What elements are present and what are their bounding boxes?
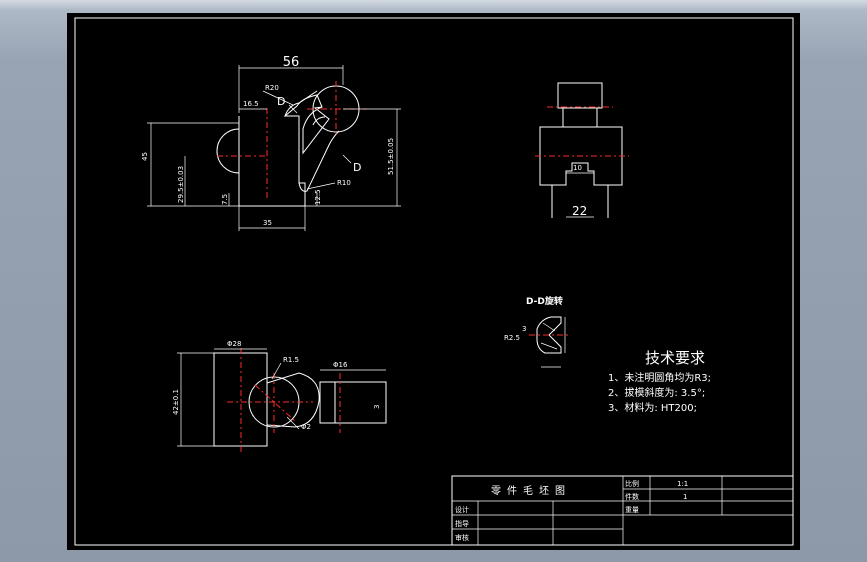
hatch bbox=[542, 322, 556, 332]
count-value: 1 bbox=[683, 493, 687, 501]
dim-r10: R10 bbox=[337, 179, 351, 187]
section-d-upper: D bbox=[277, 95, 285, 108]
front-right-block bbox=[319, 381, 387, 424]
dim-small: 3 bbox=[373, 405, 381, 409]
tech-requirements: 技术要求 1、未注明圆角均为R3; 2、拔模斜度为: 3.5°; 3、材料为: … bbox=[608, 349, 711, 414]
main-view: 56 R20 16.5 D D 45 29.5±0.03 7.5 R10 12.… bbox=[141, 55, 401, 231]
dim-7-5: 7.5 bbox=[221, 194, 229, 205]
reviewer-label: 审核 bbox=[455, 533, 469, 542]
drawing-name: 零件毛坯图 bbox=[491, 485, 571, 497]
scale-label: 比例 bbox=[625, 479, 639, 488]
drawing-border bbox=[74, 17, 794, 546]
dim-r20: R20 bbox=[265, 84, 279, 92]
front-view: Φ28 R1.5 Φ16 42±0.1 3 Φ2 bbox=[172, 340, 387, 453]
tech-item-3: 3、材料为: HT200; bbox=[608, 401, 697, 414]
dim-r2-5: R2.5 bbox=[504, 334, 520, 342]
dim-45: 45 bbox=[141, 152, 149, 161]
tech-item-1: 1、未注明圆角均为R3; bbox=[608, 371, 711, 384]
arm-upper bbox=[284, 90, 318, 117]
tech-item-2: 2、拔模斜度为: 3.5°; bbox=[608, 386, 705, 399]
dim-16-5: 16.5 bbox=[243, 100, 259, 108]
dim-29-5: 29.5±0.03 bbox=[177, 166, 185, 203]
left-boss bbox=[216, 128, 240, 174]
title-block: 零件毛坯图 比例 1:1 件数 1 重量 设计 指导 审核 bbox=[451, 475, 794, 546]
dim-3: 3 bbox=[522, 325, 526, 333]
leader-r10 bbox=[306, 182, 336, 190]
weight-label: 重量 bbox=[625, 506, 639, 514]
section-mark bbox=[342, 154, 352, 164]
dim-r1-5: R1.5 bbox=[283, 356, 299, 364]
section-dd: D-D旋转 R2.5 3 bbox=[504, 295, 571, 368]
instructor-label: 指导 bbox=[455, 519, 469, 528]
tech-title: 技术要求 bbox=[645, 349, 705, 367]
count-label: 件数 bbox=[625, 492, 639, 501]
front-centerline bbox=[254, 384, 296, 422]
side-view: 10 22 bbox=[535, 82, 629, 218]
dim-phi2: Φ2 bbox=[301, 423, 311, 431]
front-middle bbox=[266, 372, 320, 428]
section-dd-title: D-D旋转 bbox=[526, 295, 563, 307]
title-block-frame bbox=[451, 475, 794, 546]
side-top-block bbox=[557, 82, 603, 109]
drawing-canvas: 56 R20 16.5 D D 45 29.5±0.03 7.5 R10 12.… bbox=[67, 13, 800, 550]
dim-phi28: Φ28 bbox=[227, 340, 241, 348]
arm-inner bbox=[312, 116, 326, 126]
dim-10: 10 bbox=[573, 164, 582, 172]
designer-label: 设计 bbox=[455, 505, 469, 514]
dim-42: 42±0.1 bbox=[172, 389, 180, 415]
arm-lower bbox=[298, 130, 340, 192]
dim-22: 22 bbox=[572, 204, 587, 218]
dim-12-5: 12.5 bbox=[314, 189, 322, 205]
dim-phi16: Φ16 bbox=[333, 361, 348, 369]
dim-35: 35 bbox=[263, 219, 272, 227]
dim-56: 56 bbox=[283, 55, 300, 70]
leader-r20 bbox=[262, 90, 294, 106]
section-d-lower: D bbox=[353, 161, 361, 174]
scale-value: 1:1 bbox=[677, 480, 688, 488]
side-body bbox=[539, 126, 623, 186]
main-outline bbox=[238, 94, 330, 207]
leader-r1-5 bbox=[271, 362, 282, 380]
section-dd-shape bbox=[536, 316, 562, 354]
cad-drawing: 56 R20 16.5 D D 45 29.5±0.03 7.5 R10 12.… bbox=[74, 17, 794, 546]
leader-phi2 bbox=[286, 416, 300, 430]
hatch bbox=[540, 342, 558, 350]
dim-51-5: 51.5±0.05 bbox=[387, 138, 395, 175]
section-mark bbox=[288, 104, 298, 114]
